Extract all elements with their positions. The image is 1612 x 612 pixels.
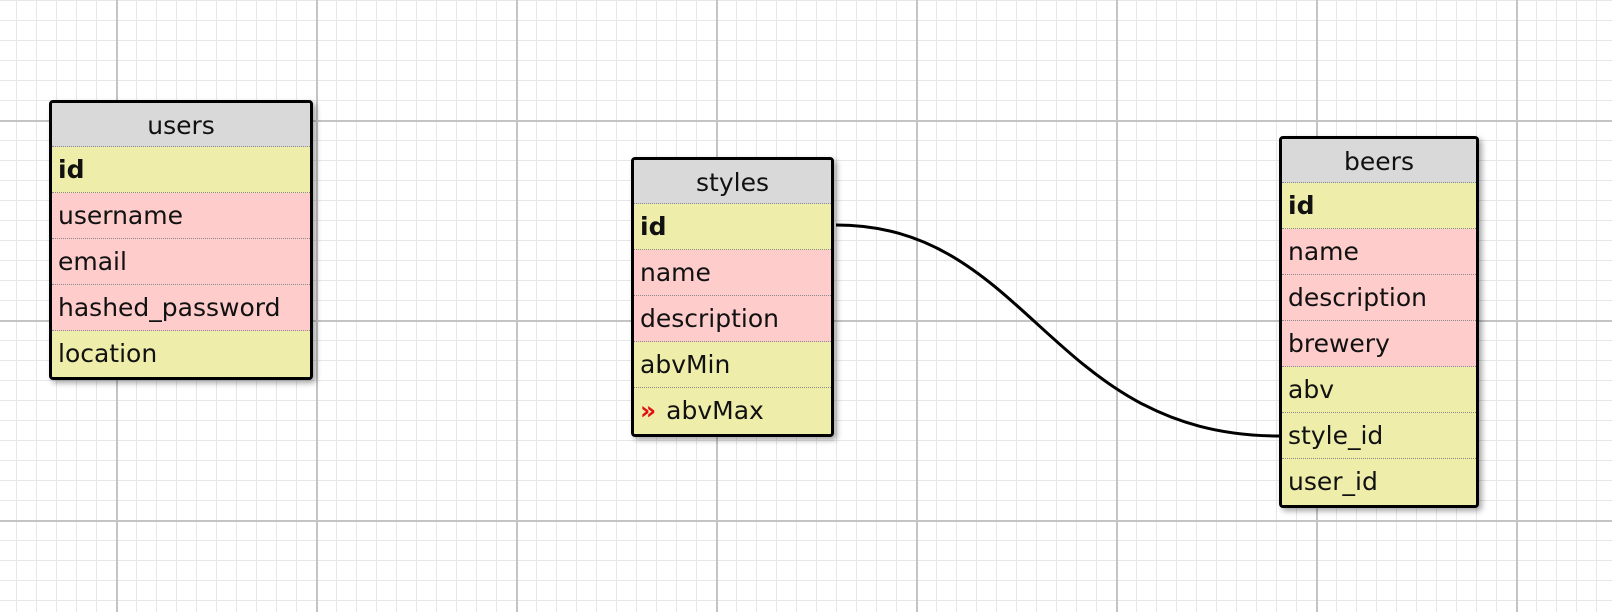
field-name: id bbox=[58, 155, 85, 184]
field-row-description[interactable]: description bbox=[634, 296, 831, 342]
field-name: username bbox=[58, 201, 183, 230]
field-name: name bbox=[1288, 237, 1359, 266]
table-title: styles bbox=[634, 160, 831, 204]
field-row-brewery[interactable]: brewery bbox=[1282, 321, 1476, 367]
field-row-name[interactable]: name bbox=[1282, 229, 1476, 275]
field-row-username[interactable]: username bbox=[52, 193, 310, 239]
field-name: id bbox=[640, 212, 667, 241]
table-title: users bbox=[52, 103, 310, 147]
field-name: style_id bbox=[1288, 421, 1384, 450]
field-name: brewery bbox=[1288, 329, 1390, 358]
field-row-abv[interactable]: abv bbox=[1282, 367, 1476, 413]
table-users[interactable]: users id username email hashed_password … bbox=[49, 100, 313, 380]
field-name: abvMin bbox=[640, 350, 731, 379]
field-row-location[interactable]: location bbox=[52, 331, 310, 377]
table-beers[interactable]: beers id name description brewery abv st… bbox=[1279, 136, 1479, 508]
field-row-description[interactable]: description bbox=[1282, 275, 1476, 321]
field-row-id[interactable]: id bbox=[1282, 183, 1476, 229]
field-row-style-id[interactable]: style_id bbox=[1282, 413, 1476, 459]
field-name: user_id bbox=[1288, 467, 1378, 496]
field-name: id bbox=[1288, 191, 1315, 220]
field-name: hashed_password bbox=[58, 293, 281, 322]
field-name: location bbox=[58, 339, 158, 368]
field-name: name bbox=[640, 258, 711, 287]
field-row-abvmin[interactable]: abvMin bbox=[634, 342, 831, 388]
relation-line-styles-id-to-beers-style-id[interactable] bbox=[835, 223, 1280, 438]
foreign-key-marker-icon: » bbox=[640, 396, 657, 425]
field-row-id[interactable]: id bbox=[634, 204, 831, 250]
field-row-abvmax[interactable]: » abvMax bbox=[634, 388, 831, 434]
field-row-name[interactable]: name bbox=[634, 250, 831, 296]
field-row-user-id[interactable]: user_id bbox=[1282, 459, 1476, 505]
table-styles[interactable]: styles id name description abvMin » abvMa… bbox=[631, 157, 834, 437]
field-name: description bbox=[640, 304, 780, 333]
field-row-id[interactable]: id bbox=[52, 147, 310, 193]
field-name: email bbox=[58, 247, 127, 276]
field-name: abvMax bbox=[666, 396, 764, 425]
table-title: beers bbox=[1282, 139, 1476, 183]
field-row-email[interactable]: email bbox=[52, 239, 310, 285]
field-name: abv bbox=[1288, 375, 1334, 404]
field-row-hashed-password[interactable]: hashed_password bbox=[52, 285, 310, 331]
field-name: description bbox=[1288, 283, 1428, 312]
